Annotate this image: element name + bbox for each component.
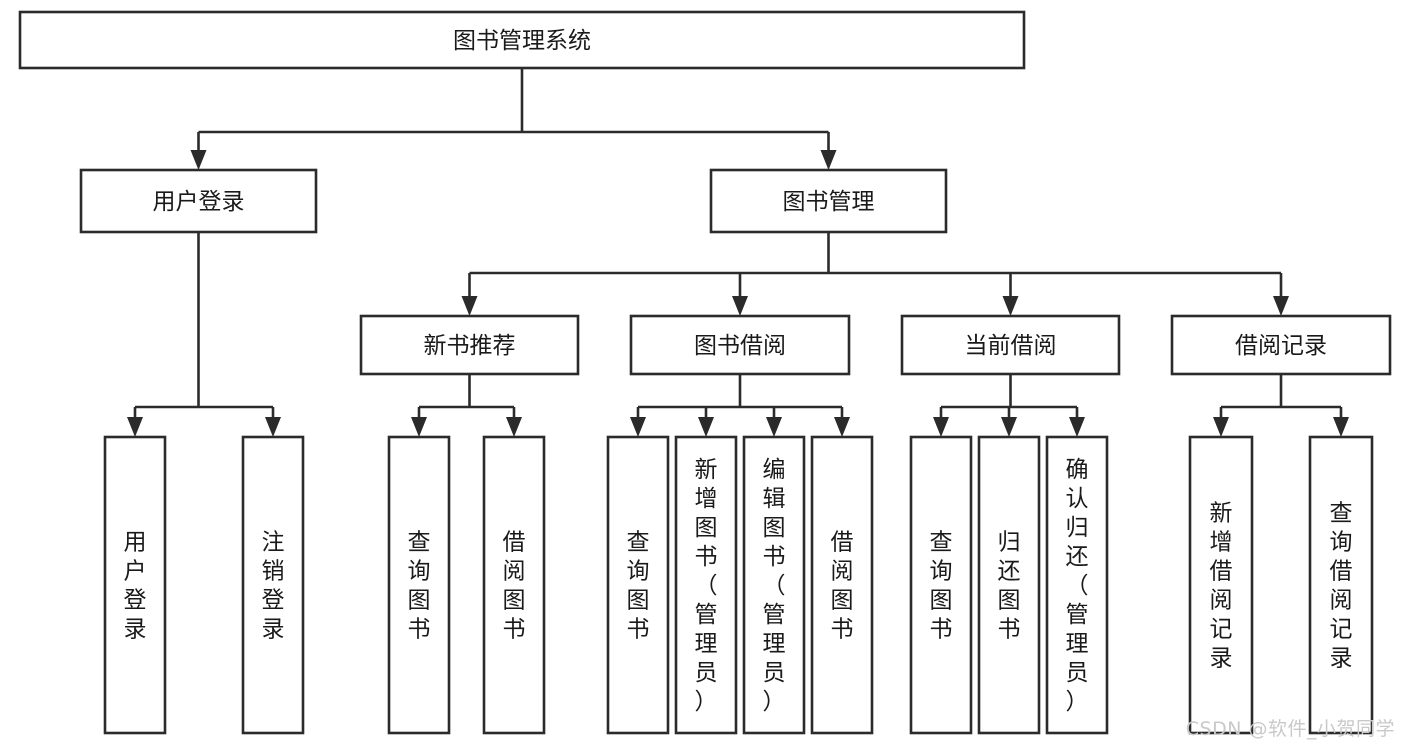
- leaf-node-leaf-query-book-1-box[interactable]: [387, 435, 451, 735]
- level3-node-current-borrow-box[interactable]: [900, 314, 1121, 376]
- watermark-text: CSDN @软件_小贺同学: [1185, 718, 1395, 740]
- level3-node-book-borrow-label: 图书借阅: [694, 333, 786, 359]
- level2-node-book-management-box[interactable]: [709, 168, 948, 234]
- leaf-node-leaf-add-record-label: 新增借阅记录: [1210, 501, 1233, 672]
- level3-node-new-book-recommend-label: 新书推荐: [424, 333, 516, 359]
- nodes-layer: 图书管理系统用户登录图书管理新书推荐图书借阅当前借阅借阅记录用户登录注销登录查询…: [18, 10, 1392, 735]
- leaf-node-leaf-borrow-book-2-label: 借阅图书: [831, 530, 854, 643]
- arrow-to-leaf-new-book-recommend-1-icon: [506, 417, 522, 437]
- root-node-root-box[interactable]: [18, 10, 1026, 70]
- connectors-layer: [127, 68, 1349, 437]
- level2-node-book-management-label: 图书管理: [783, 189, 875, 215]
- arrow-to-leaf-borrow-record-0-icon: [1213, 417, 1229, 437]
- leaf-node-leaf-user-login-box[interactable]: [103, 435, 167, 735]
- arrow-to-leaf-book-borrow-2-icon: [766, 417, 782, 437]
- leaf-node-leaf-confirm-return-label: 确认归还（管理员）: [1066, 457, 1089, 715]
- leaf-node-leaf-query-book-3-box[interactable]: [909, 435, 973, 735]
- leaf-node-leaf-borrow-book-1-label: 借阅图书: [503, 530, 526, 643]
- level2-node-user-login-label: 用户登录: [153, 189, 245, 215]
- leaf-node-leaf-query-book-2-label: 查询图书: [627, 530, 650, 643]
- leaf-node-leaf-add-book-label: 新增图书（管理员）: [695, 457, 718, 715]
- arrow-to-borrow-record-icon: [1273, 296, 1289, 316]
- leaf-node-leaf-logout-label: 注销登录: [262, 530, 285, 643]
- leaf-node-leaf-query-record-box[interactable]: [1308, 435, 1374, 735]
- leaf-node-leaf-borrow-book-2-box[interactable]: [810, 435, 874, 735]
- arrow-to-leaf-current-borrow-2-icon: [1069, 417, 1085, 437]
- level3-node-borrow-record-box[interactable]: [1170, 314, 1392, 376]
- leaf-node-leaf-query-book-2-box[interactable]: [606, 435, 670, 735]
- arrow-to-leaf-book-borrow-3-icon: [834, 417, 850, 437]
- leaf-node-leaf-query-record-label: 查询借阅记录: [1330, 501, 1353, 672]
- arrow-to-current-borrow-icon: [1002, 296, 1019, 316]
- leaf-node-leaf-user-login-label: 用户登录: [124, 530, 147, 643]
- level3-node-borrow-record-label: 借阅记录: [1235, 333, 1327, 359]
- arrow-to-leaf-new-book-recommend-0-icon: [411, 417, 427, 437]
- leaf-node-leaf-borrow-book-1-box[interactable]: [482, 435, 546, 735]
- arrow-to-book-management-icon: [820, 150, 837, 170]
- arrow-to-leaf-user-login-0-icon: [127, 417, 143, 437]
- arrow-to-leaf-current-borrow-1-icon: [1001, 417, 1017, 437]
- arrow-to-book-borrow-icon: [732, 296, 748, 316]
- level3-node-current-borrow-label: 当前借阅: [965, 333, 1057, 359]
- level3-node-book-borrow-box[interactable]: [629, 314, 851, 376]
- leaf-node-leaf-return-book-box[interactable]: [977, 435, 1041, 735]
- arrow-to-leaf-book-borrow-1-icon: [698, 417, 714, 437]
- leaf-node-leaf-query-book-1-label: 查询图书: [408, 530, 431, 643]
- arrow-to-leaf-borrow-record-1-icon: [1333, 417, 1349, 437]
- arrow-to-user-login-icon: [190, 150, 207, 170]
- leaf-node-leaf-edit-book-label: 编辑图书（管理员）: [763, 457, 786, 715]
- leaf-node-leaf-edit-book-box[interactable]: [742, 435, 806, 735]
- leaf-node-leaf-add-record-box[interactable]: [1188, 435, 1254, 735]
- arrow-to-leaf-current-borrow-0-icon: [933, 417, 949, 437]
- root-node-root-label: 图书管理系统: [453, 28, 591, 54]
- leaf-node-leaf-return-book-label: 归还图书: [998, 530, 1021, 643]
- leaf-node-leaf-query-book-3-label: 查询图书: [930, 530, 953, 643]
- level2-node-user-login-box[interactable]: [79, 168, 318, 234]
- level3-node-new-book-recommend-box[interactable]: [359, 314, 580, 376]
- arrow-to-new-book-recommend-icon: [461, 296, 478, 316]
- leaf-node-leaf-add-book-box[interactable]: [674, 435, 738, 735]
- leaf-node-leaf-logout-box[interactable]: [241, 435, 305, 735]
- leaf-node-leaf-confirm-return-box[interactable]: [1045, 435, 1109, 735]
- arrow-to-leaf-user-login-1-icon: [265, 417, 281, 437]
- arrow-to-leaf-book-borrow-0-icon: [630, 417, 646, 437]
